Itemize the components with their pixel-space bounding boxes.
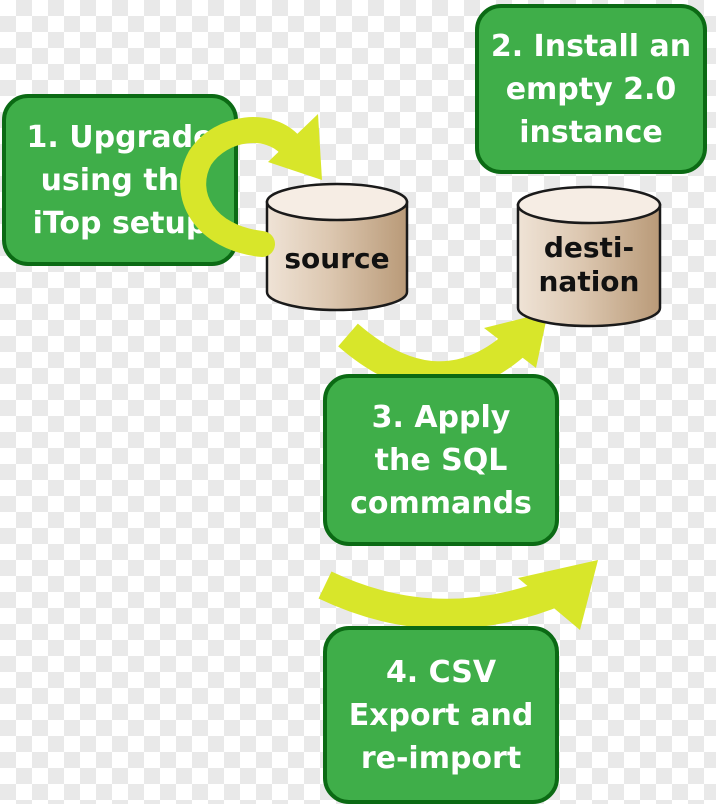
arrow-apply-to-export [318, 560, 598, 630]
step-3-text: 3. Apply the SQL commands [350, 399, 532, 521]
step-1-box: 1. Upgrade using the iTop setup [2, 94, 238, 266]
arrow-source-to-destination [338, 312, 548, 392]
destination-label: desti- nation [538, 231, 640, 298]
destination-database [516, 185, 662, 328]
step-4-box: 4. CSV Export and re-import [323, 626, 559, 804]
step-2-box: 2. Install an empty 2.0 instance [475, 4, 707, 174]
step-2-text: 2. Install an empty 2.0 instance [490, 28, 692, 150]
step-3-box: 3. Apply the SQL commands [323, 374, 559, 546]
step-4-text: 4. CSV Export and re-import [348, 654, 534, 776]
step-1-text: 1. Upgrade using the iTop setup [26, 119, 214, 241]
source-label: source [284, 242, 390, 275]
